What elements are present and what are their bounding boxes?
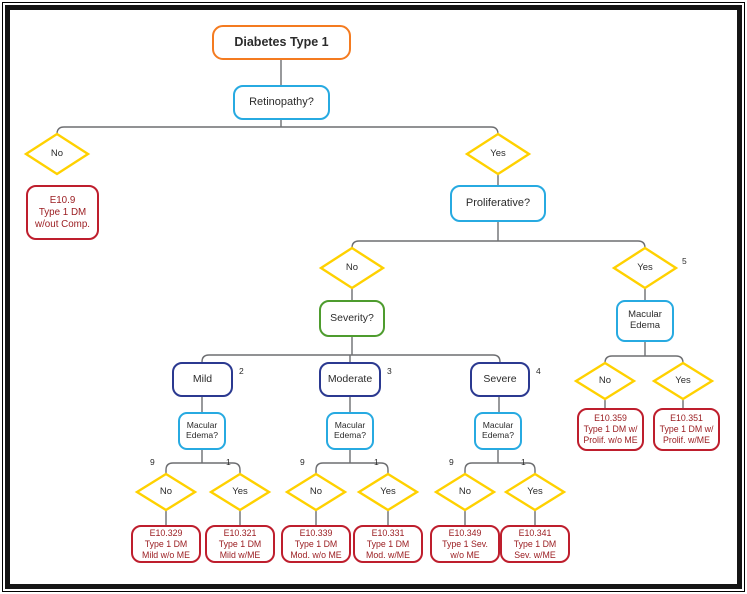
- node-severity: Severity?: [319, 300, 385, 337]
- node-e10-349: E10.349 Type 1 Sev. w/o ME: [430, 525, 500, 563]
- node-e10-9: E10.9 Type 1 DM w/out Comp.: [26, 185, 99, 240]
- node-e10-359: E10.359 Type 1 DM w/ Prolif. w/o ME: [577, 408, 644, 451]
- node-e10-321: E10.321 Type 1 DM Mild w/ME: [205, 525, 275, 563]
- diamond-me-prolif-no: [573, 361, 637, 401]
- node-e10-331: E10.331 Type 1 DM Mod. w/ME: [353, 525, 423, 563]
- diamond-moderate-yes: [356, 472, 420, 512]
- node-e10-329: E10.329 Type 1 DM Mild w/o ME: [131, 525, 201, 563]
- label-severe-yes: Yes: [527, 486, 543, 497]
- diamond-severe-yes: [503, 472, 567, 512]
- diamond-me-prolif-yes: [651, 361, 715, 401]
- node-retinopathy: Retinopathy?: [233, 85, 330, 120]
- label-severe-no: No: [458, 486, 472, 497]
- diamond-proliferative-no: [318, 246, 386, 290]
- footnote-severe-no-9: 9: [449, 457, 454, 467]
- label-me-prolif-no: No: [598, 375, 612, 386]
- footnote-mild-no-9: 9: [150, 457, 155, 467]
- node-macular-edema-severe: Macular Edema?: [474, 412, 522, 450]
- footnote-mild-2: 2: [239, 366, 244, 376]
- node-e10-341: E10.341 Type 1 DM Sev. w/ME: [500, 525, 570, 563]
- label-me-prolif-yes: Yes: [675, 375, 691, 386]
- label-mild-no: No: [159, 486, 173, 497]
- label-moderate-yes: Yes: [380, 486, 396, 497]
- footnote-mild-yes-1: 1: [226, 457, 231, 467]
- label-proliferative-no: No: [345, 262, 359, 273]
- diamond-mild-yes: [208, 472, 272, 512]
- label-mild-yes: Yes: [232, 486, 248, 497]
- node-macular-edema-mild: Macular Edema?: [178, 412, 226, 450]
- label-moderate-no: No: [309, 486, 323, 497]
- node-diabetes-type-1: Diabetes Type 1: [212, 25, 351, 60]
- diamond-retinopathy-no: [23, 132, 91, 176]
- footnote-severe-yes-1: 1: [521, 457, 526, 467]
- diamond-severe-no: [433, 472, 497, 512]
- connector-lines: [56, 60, 684, 525]
- node-severe: Severe: [470, 362, 530, 397]
- node-moderate: Moderate: [319, 362, 381, 397]
- footnote-moderate-3: 3: [387, 366, 392, 376]
- node-macular-edema-moderate: Macular Edema?: [326, 412, 374, 450]
- label-retinopathy-no: No: [50, 148, 64, 159]
- node-e10-339: E10.339 Type 1 DM Mod. w/o ME: [281, 525, 351, 563]
- label-proliferative-yes: Yes: [637, 262, 653, 273]
- diamond-retinopathy-yes: [464, 132, 532, 176]
- diamond-proliferative-yes: [611, 246, 679, 290]
- diamond-mild-no: [134, 472, 198, 512]
- node-macular-edema-prolif: Macular Edema: [616, 300, 674, 342]
- node-mild: Mild: [172, 362, 233, 397]
- diamond-moderate-no: [284, 472, 348, 512]
- footnote-severe-4: 4: [536, 366, 541, 376]
- footnote-prolif-yes-5: 5: [682, 256, 687, 266]
- node-proliferative: Proliferative?: [450, 185, 546, 222]
- node-e10-351: E10.351 Type 1 DM w/ Prolif. w/ME: [653, 408, 720, 451]
- label-retinopathy-yes: Yes: [490, 148, 506, 159]
- footnote-moderate-yes-1: 1: [374, 457, 379, 467]
- footnote-moderate-no-9: 9: [300, 457, 305, 467]
